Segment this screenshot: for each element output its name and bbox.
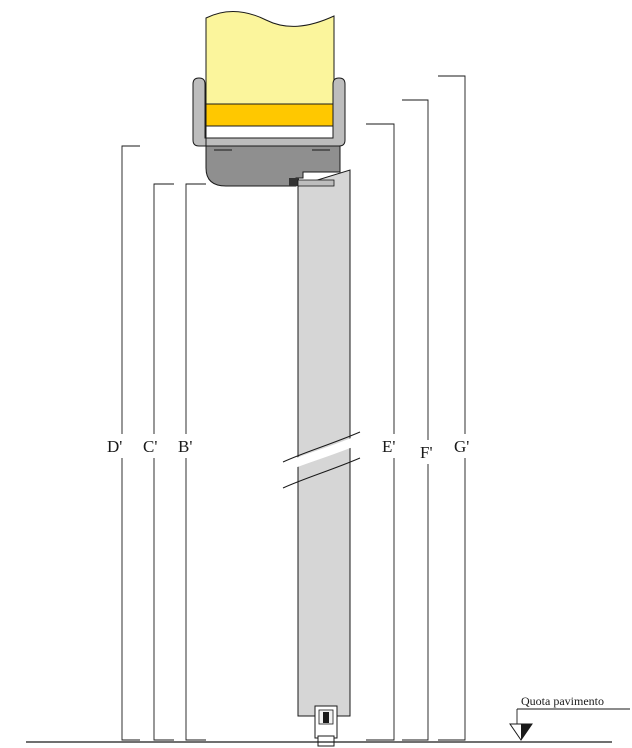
label-d: D'	[107, 437, 122, 456]
dimension-b	[185, 183, 206, 741]
break-mark-bottom	[282, 457, 361, 489]
door-top-seal	[297, 179, 335, 187]
label-f: F'	[420, 443, 433, 462]
drop-seal-foot	[317, 735, 335, 747]
dimension-e	[366, 123, 395, 741]
drop-seal-bar	[323, 712, 329, 723]
label-bg	[418, 440, 440, 464]
dimension-f	[402, 99, 429, 741]
label-b: B'	[178, 437, 192, 456]
head-frame-profile	[205, 145, 341, 187]
right-clamp-profile	[205, 77, 346, 147]
label-bg	[104, 434, 220, 458]
break-mark-top	[282, 431, 361, 463]
dimension-g	[438, 75, 466, 741]
label-bg	[451, 434, 479, 458]
door-leaf	[297, 169, 351, 717]
break-mark	[276, 435, 360, 475]
wall-section	[205, 10, 335, 105]
orange-strip	[205, 103, 335, 127]
label-bg	[380, 434, 408, 458]
floor-level-marker-fill	[521, 724, 532, 740]
frame-gasket	[289, 178, 299, 186]
floor-level-note: Quota pavimento	[521, 694, 604, 708]
label-e: E'	[382, 437, 395, 456]
label-c: C'	[143, 437, 157, 456]
dimension-c	[153, 183, 174, 741]
label-g: G'	[454, 437, 469, 456]
